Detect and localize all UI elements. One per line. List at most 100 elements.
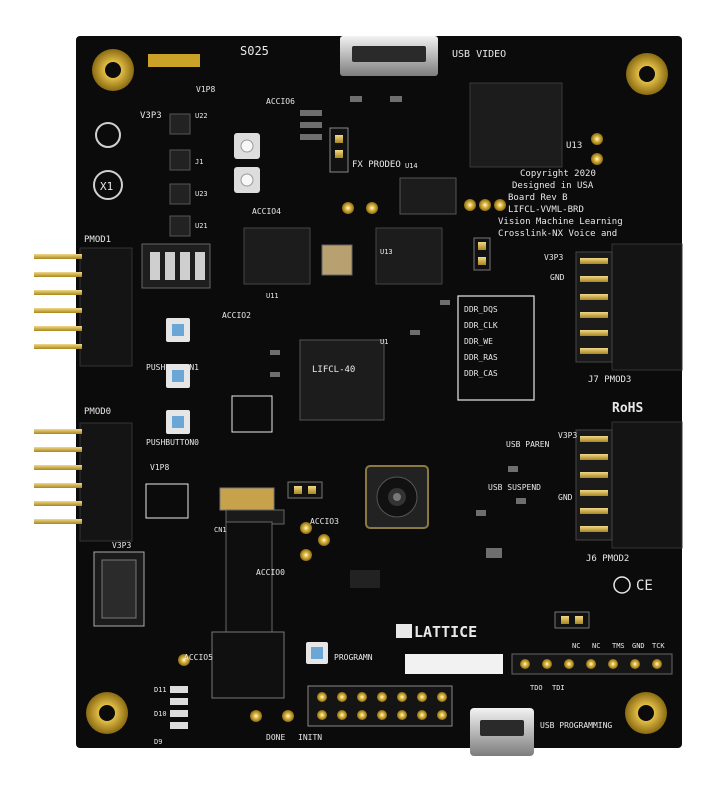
svg-text:D10: D10	[154, 710, 167, 718]
svg-text:V3P3: V3P3	[544, 253, 563, 262]
svg-text:D11: D11	[154, 686, 167, 694]
pushbutton-sw2[interactable]	[166, 318, 190, 342]
svg-text:ACCIO2: ACCIO2	[222, 311, 251, 320]
usb-video-connector[interactable]	[340, 36, 438, 76]
memory-chip-u13	[469, 82, 563, 168]
svg-text:U23: U23	[195, 190, 208, 198]
svg-text:GND: GND	[550, 273, 565, 282]
pmod3-header[interactable]	[575, 243, 683, 371]
usb-programming-connector[interactable]	[470, 708, 534, 756]
svg-text:Board Rev B: Board Rev B	[508, 193, 568, 203]
ddr-signal-block: DDR_DQS DDR_CLK DDR_WE DDR_RAS DDR_CAS	[457, 295, 535, 401]
mounting-holes	[86, 49, 668, 734]
micro-connector-j3[interactable]	[93, 551, 145, 627]
svg-text:NC: NC	[572, 642, 580, 650]
rohs-label: RoHS	[612, 401, 643, 416]
pmod3-label: J7 PMOD3	[588, 375, 631, 385]
svg-text:Copyright 2020: Copyright 2020	[520, 169, 596, 179]
svg-text:U1: U1	[380, 338, 388, 346]
pmod2-label: J6 PMOD2	[586, 554, 629, 564]
jumper-j11[interactable]	[473, 237, 491, 271]
test-points-right	[591, 133, 603, 165]
fpga-chip: LIFCL-40	[299, 339, 385, 421]
svg-text:NC: NC	[592, 642, 600, 650]
svg-text:Vision Machine Learning: Vision Machine Learning	[498, 217, 623, 227]
svg-text:V3P3: V3P3	[558, 431, 577, 440]
initn-label: INITN	[298, 733, 322, 742]
jtag-header-j1[interactable]	[511, 653, 673, 675]
svg-text:V1P8: V1P8	[150, 463, 169, 472]
board-info-silkscreen: Copyright 2020 Designed in USA Board Rev…	[498, 169, 623, 239]
svg-text:U22: U22	[195, 112, 208, 120]
pushbutton-sw3[interactable]	[166, 364, 190, 388]
svg-text:CN1: CN1	[214, 526, 227, 534]
svg-text:TMS: TMS	[612, 642, 625, 650]
svg-text:LIFCL-VVML-BRD: LIFCL-VVML-BRD	[508, 205, 584, 215]
silkscreen-labels: V3P3 GND V3P3 GND V3P3 V1P8 V1P8 ACCIO4 …	[112, 85, 577, 746]
svg-text:CE: CE	[636, 578, 653, 594]
usb-prog-label: USB PROGRAMMING	[540, 721, 612, 730]
svg-text:DDR_DQS: DDR_DQS	[464, 305, 498, 314]
fx-prodeo-header[interactable]	[329, 127, 349, 173]
program-label: PROGRAMN	[334, 653, 373, 662]
program-button[interactable]	[306, 642, 328, 664]
usb-controller-chip	[399, 177, 457, 215]
svg-text:U11: U11	[266, 292, 279, 300]
camera-module	[365, 465, 429, 529]
jumper-j10[interactable]	[287, 481, 323, 499]
svg-text:U21: U21	[195, 222, 208, 230]
compliance-marks: X1	[93, 122, 123, 200]
svg-text:J1: J1	[195, 158, 203, 166]
white-label-area	[405, 654, 503, 674]
gold-strip	[148, 54, 200, 67]
regulators	[169, 113, 191, 237]
label-u13: U13	[566, 141, 582, 151]
pushbutton-sw4[interactable]	[166, 410, 190, 434]
svg-text:ACCIO5: ACCIO5	[184, 653, 213, 662]
ce-mark: CE	[613, 576, 653, 594]
test-points-lower	[178, 522, 330, 722]
mic-chip-u8	[243, 227, 311, 285]
usb-suspend-label: USB SUSPEND	[488, 483, 541, 492]
svg-text:U13: U13	[380, 248, 393, 256]
test-points-center	[342, 199, 506, 214]
svg-text:GND: GND	[632, 642, 645, 650]
pmod2-header[interactable]	[575, 421, 683, 549]
svg-text:ACCIO3: ACCIO3	[310, 517, 339, 526]
svg-text:LIFCL-40: LIFCL-40	[312, 365, 355, 375]
svg-text:ACCIO4: ACCIO4	[252, 207, 281, 216]
usb-video-label: USB VIDEO	[452, 49, 506, 60]
svg-text:V3P3: V3P3	[112, 541, 131, 550]
sensor-chip	[321, 244, 353, 276]
usb-paren-label: USB PAREN	[506, 440, 550, 449]
led-d2	[234, 133, 260, 159]
flex-cable	[211, 521, 285, 699]
pushbutton0-label: PUSHBUTTON0	[146, 438, 199, 447]
svg-text:Crosslink-NX Voice and: Crosslink-NX Voice and	[498, 229, 617, 239]
svg-text:D9: D9	[154, 738, 162, 746]
svg-text:LATTICE: LATTICE	[414, 623, 477, 641]
pmod0-label: PMOD0	[84, 407, 111, 417]
svg-text:ACCIO6: ACCIO6	[266, 97, 295, 106]
svg-text:X1: X1	[100, 180, 113, 193]
jumper-j3[interactable]	[554, 611, 590, 629]
svg-text:Designed in USA: Designed in USA	[512, 181, 594, 191]
svg-text:TDO: TDO	[530, 684, 543, 692]
jtag-pin-labels: TCK GND TMS NC NC TDI TDO	[530, 642, 665, 692]
svg-text:GND: GND	[558, 493, 573, 502]
pmod1-label: PMOD1	[84, 235, 111, 245]
flex-connector-cn1[interactable]	[219, 487, 285, 525]
label-fx-prodeo: FX PRODEO	[352, 160, 401, 170]
pmod1-header[interactable]	[34, 247, 133, 367]
label-v3p3-top: V3P3	[140, 111, 162, 121]
svg-text:V1P8: V1P8	[196, 85, 215, 94]
done-label: DONE	[266, 733, 285, 742]
header-j9[interactable]	[307, 685, 453, 727]
passive-components	[145, 96, 526, 588]
svg-text:DDR_CAS: DDR_CAS	[464, 369, 498, 378]
svg-text:U14: U14	[405, 162, 418, 170]
mic-chip-u9	[375, 227, 443, 285]
dip-switch-sw1[interactable]	[141, 243, 211, 289]
pmod0-header[interactable]	[34, 422, 133, 542]
